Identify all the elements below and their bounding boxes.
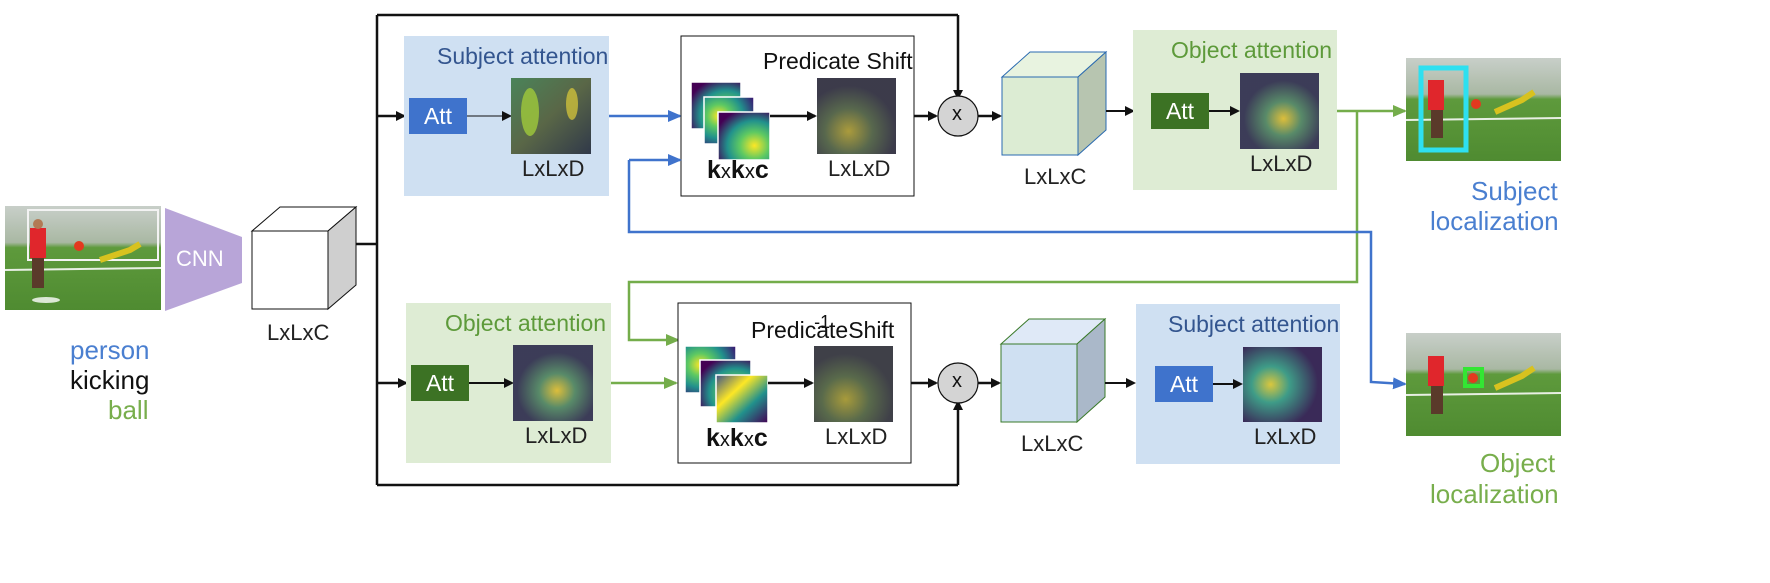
feature-cube: [250, 205, 358, 311]
bottom-second-attention-dim: LxLxD: [1254, 424, 1317, 449]
input-image: [4, 206, 162, 310]
top-cube-dim: LxLxC: [1024, 164, 1087, 189]
bottom-shift-dim: LxLxD: [825, 424, 888, 449]
bottom-shift-heatmap: [814, 346, 893, 422]
input-object-word: ball: [108, 395, 149, 425]
top-attention-dim: LxLxD: [522, 156, 585, 181]
branch-connectors: [356, 13, 963, 487]
bottom-kernel-c: c: [753, 424, 768, 452]
top-kernel-x1: x: [720, 161, 731, 183]
top-att-label: Att: [423, 102, 453, 129]
bottom-kernel-k1: k: [706, 424, 720, 452]
bottom-attention-dim: LxLxD: [525, 423, 588, 448]
bottom-blue-cube: [999, 317, 1107, 424]
top-object-heatmap: [1240, 73, 1319, 149]
top-attention-title: Subject attention: [437, 43, 609, 69]
input-subject-word: person: [70, 335, 150, 365]
top-kernel-x2: x: [744, 161, 755, 183]
top-second-attention-title: Object attention: [1171, 37, 1333, 63]
top-kernel-size: kxkxc: [707, 158, 769, 183]
feature-dim-label: LxLxC: [267, 320, 330, 345]
bottom-shift-title-post: Shift: [848, 317, 895, 343]
bottom-att-label: Att: [425, 369, 455, 396]
bottom-second-att-block: [1155, 366, 1213, 402]
top-subject-heatmap: [511, 78, 591, 154]
top-second-att-label: Att: [1165, 97, 1195, 124]
subject-output-label-line1: Subject: [1471, 176, 1558, 206]
subject-output-label-line2: localization: [1430, 206, 1559, 236]
bottom-object-heatmap: [513, 345, 593, 421]
top-kernel-k1: k: [707, 156, 721, 184]
bottom-att-block: [411, 365, 469, 401]
top-green-cube: [1000, 50, 1108, 157]
top-kernel-c: c: [754, 156, 769, 184]
top-second-attention-dim: LxLxD: [1250, 151, 1313, 176]
bottom-kernel-x2: x: [743, 429, 754, 451]
bottom-second-att-label: Att: [1169, 370, 1199, 397]
bottom-multiply-symbol: x: [952, 370, 962, 392]
bottom-subject-heatmap: [1243, 347, 1322, 422]
bottom-kernel-k2: k: [729, 424, 744, 452]
bottom-shift-title-pre: Predicate: [751, 317, 849, 343]
bottom-second-attention-title: Subject attention: [1168, 311, 1340, 337]
top-shift-heatmap: [817, 78, 896, 154]
bottom-shift-title: Predicate-1 Shift: [751, 313, 895, 343]
cnn-label: CNN: [176, 246, 224, 271]
cnn-block: [165, 208, 242, 311]
object-output-image: [1405, 333, 1562, 436]
top-multiply-symbol: x: [952, 103, 962, 125]
input-predicate-word: kicking: [70, 365, 150, 395]
bottom-kernel-x1: x: [719, 429, 730, 451]
bottom-kernels: [684, 345, 769, 424]
bottom-shift-superscript: -1: [814, 312, 831, 332]
bottom-cube-dim: LxLxC: [1021, 431, 1084, 456]
bottom-kernel-size: kxkxc: [706, 426, 768, 451]
subject-output-image: [1405, 58, 1562, 161]
top-kernel-k2: k: [730, 156, 745, 184]
top-shift-title: Predicate Shift: [763, 48, 913, 74]
top-shift-dim: LxLxD: [828, 156, 891, 181]
object-output-label-line1: Object: [1480, 448, 1556, 478]
object-output-label-line2: localization: [1430, 479, 1559, 509]
top-kernels: [690, 81, 771, 161]
bottom-attention-title: Object attention: [445, 310, 607, 336]
top-second-att-block: [1151, 93, 1209, 129]
top-att-block: [409, 98, 467, 134]
